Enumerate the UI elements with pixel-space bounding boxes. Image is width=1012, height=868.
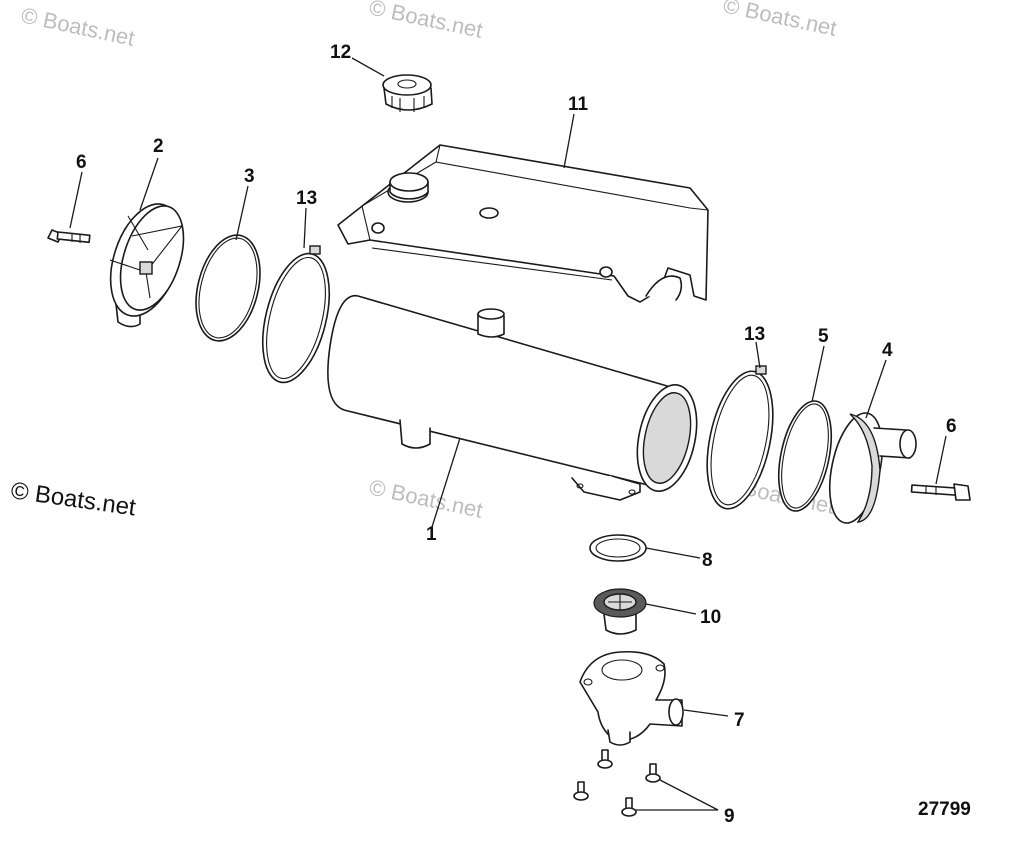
part-4-end-cap-right <box>828 412 917 524</box>
part-12-filler-cap <box>382 74 433 112</box>
callout-1: 1 <box>426 524 437 545</box>
callout-8: 8 <box>702 550 713 571</box>
screw-3 <box>573 781 589 801</box>
screw-2 <box>645 763 661 783</box>
callout-10: 10 <box>700 607 721 628</box>
callout-12: 12 <box>330 42 351 63</box>
part-2-end-cap <box>109 203 185 328</box>
watermark-top-right: © Boats.net <box>721 0 839 41</box>
callout-13-left: 13 <box>296 188 317 209</box>
callout-7: 7 <box>734 710 745 731</box>
watermark-top-left: © Boats.net <box>19 2 137 50</box>
leader-lines <box>69 57 947 811</box>
callout-6-right: 6 <box>946 416 957 437</box>
part-5-o-ring-right <box>777 400 833 512</box>
screw-4 <box>621 797 637 817</box>
part-6-bolt-left <box>47 229 91 244</box>
part-1-cylinder <box>327 295 698 501</box>
callout-3: 3 <box>244 166 255 187</box>
callout-13-right: 13 <box>744 324 765 345</box>
callouts: 1 2 3 4 5 6 6 7 8 9 10 11 12 13 13 <box>76 42 957 827</box>
part-13-clamp-right <box>706 365 774 510</box>
callout-4: 4 <box>882 340 893 361</box>
part-9-screws <box>573 749 661 817</box>
part-6-bolt-right <box>910 483 971 501</box>
watermark-middle: © Boats.net <box>367 474 485 522</box>
part-13-clamp-left <box>261 245 331 384</box>
callout-5: 5 <box>818 326 829 347</box>
diagram-number: 27799 <box>918 799 971 820</box>
callout-9: 9 <box>724 806 735 827</box>
part-7-thermostat-housing <box>579 650 684 746</box>
callout-2: 2 <box>153 136 164 157</box>
copyright-label: © Boats.net <box>9 477 138 521</box>
watermark-top-center: © Boats.net <box>367 0 485 43</box>
part-8-gasket <box>589 534 647 562</box>
part-3-o-ring-left <box>195 234 261 342</box>
callout-6-left: 6 <box>76 152 87 173</box>
part-10-thermostat <box>593 588 647 635</box>
callout-11: 11 <box>568 94 589 115</box>
part-11-reservoir-housing <box>337 144 709 303</box>
screw-1 <box>597 749 613 769</box>
